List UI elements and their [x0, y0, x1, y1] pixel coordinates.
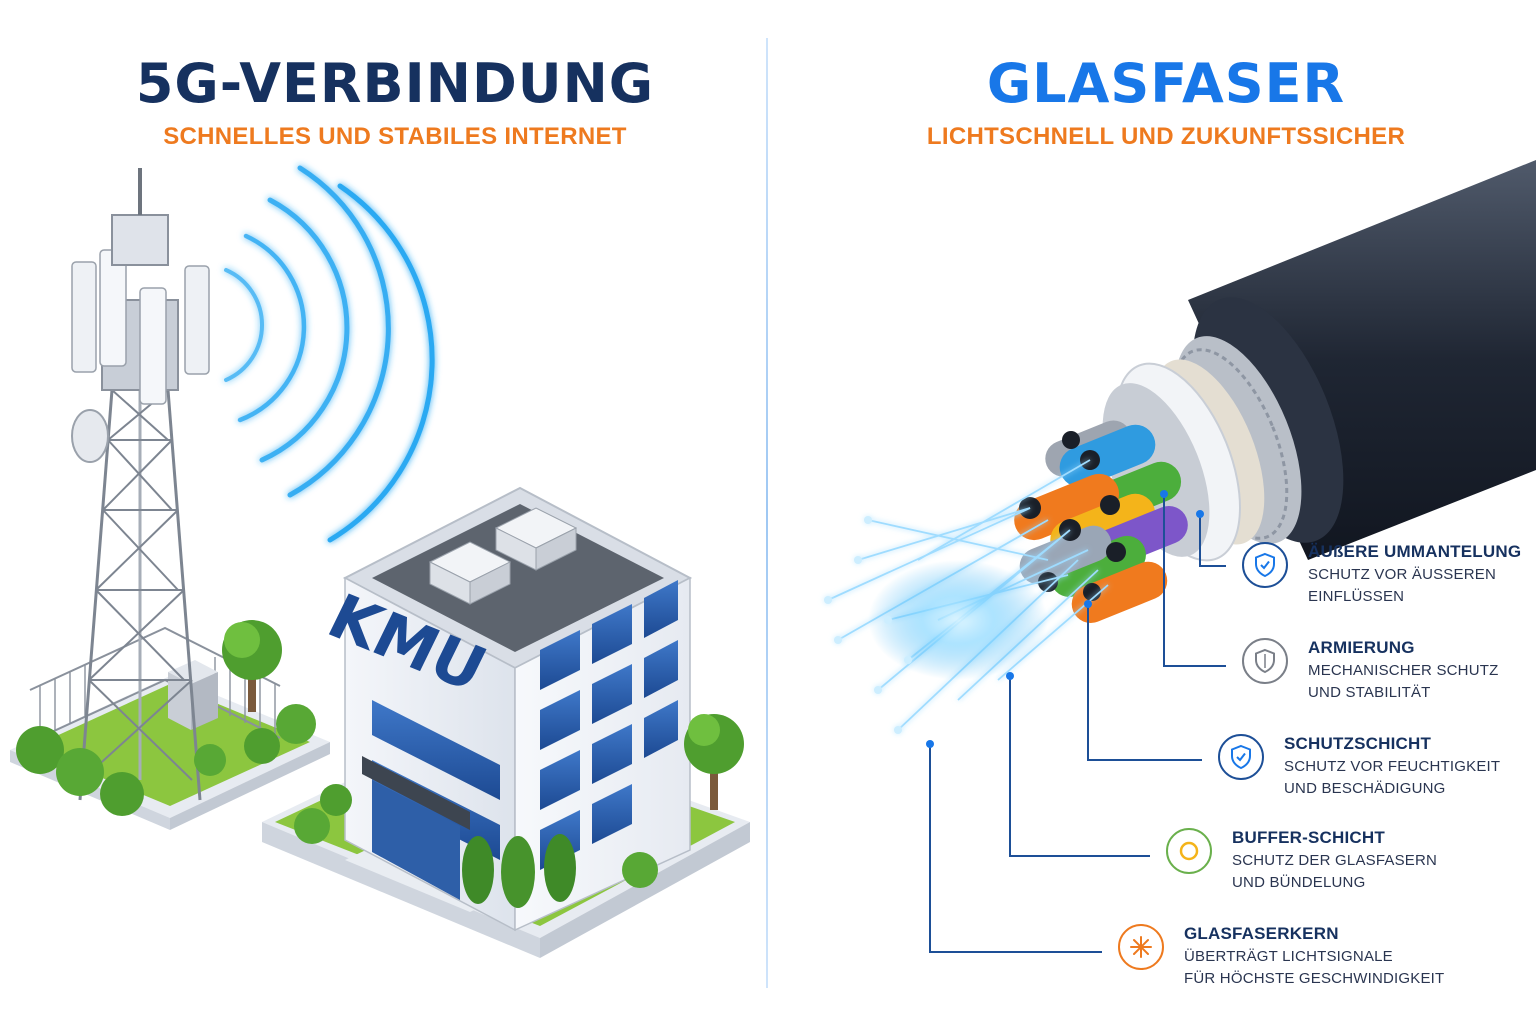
- callout-dots: [926, 490, 1204, 748]
- shield-check-icon: [1242, 542, 1288, 588]
- layer-description-line1: SCHUTZ VOR ÄUSSEREN: [1308, 566, 1496, 583]
- layer-description-line2: UND BÜNDELUNG: [1232, 874, 1366, 891]
- layer-description-line1: SCHUTZ DER GLASFASERN: [1232, 852, 1438, 869]
- layer-description-line2: UND BESCHÄDIGUNG: [1284, 780, 1446, 797]
- panel-divider: [766, 38, 768, 988]
- layer-description-line1: SCHUTZ VOR FEUCHTIGKEIT: [1284, 758, 1501, 775]
- trees-left: [16, 620, 316, 816]
- subtitle-glasfaser: LICHTSCHNELL UND ZUKUNFTSSICHER: [926, 123, 1406, 150]
- light-burst-icon: [1118, 924, 1164, 970]
- layer-name: SCHUTZSCHICHT: [1284, 734, 1432, 753]
- layer-description-line1: MECHANISCHER SCHUTZ: [1308, 662, 1499, 679]
- fiber-cable-illustration: [824, 160, 1536, 953]
- layer-name: ÄUßERE UMMANTELUNG: [1308, 542, 1522, 561]
- subtitle-5g: SCHNELLES UND STABILES INTERNET: [163, 123, 627, 150]
- page-title-5g: 5G-VERBINDUNG: [135, 52, 655, 115]
- layer-name: ARMIERUNG: [1308, 638, 1415, 657]
- layer-description-line2: FÜR HÖCHSTE GESCHWINDIGKEIT: [1184, 970, 1445, 987]
- shield-icon: [1242, 638, 1288, 684]
- page-title-glasfaser: GLASFASER: [986, 52, 1346, 115]
- layer-description-line2: EINFLÜSSEN: [1308, 588, 1405, 605]
- antenna-array: [71, 168, 210, 463]
- callout-lines: [929, 494, 1226, 953]
- panel-glasfaser: GLASFASER LICHTSCHNELL UND ZUKUNFTSSICHE…: [768, 0, 1536, 1024]
- layer-description-line2: UND STABILITÄT: [1308, 684, 1431, 701]
- ring-icon: [1166, 828, 1212, 874]
- trees-right: [294, 714, 744, 908]
- panel-5g: KMU 5G-VERBINDUNG SCHNELLES UND STABILES…: [0, 0, 766, 1024]
- cable-jacket: [1102, 160, 1536, 562]
- 5g-illustration: KMU: [10, 165, 750, 958]
- layer-name: BUFFER-SCHICHT: [1232, 828, 1385, 847]
- fiber-light-glow: [824, 516, 1048, 734]
- layer-name: GLASFASERKERN: [1184, 924, 1339, 943]
- signal-waves-icon: [224, 165, 435, 543]
- cell-tower: [78, 380, 202, 801]
- shield-check-icon: [1218, 734, 1264, 780]
- layer-description-line1: ÜBERTRÄGT LICHTSIGNALE: [1184, 948, 1393, 965]
